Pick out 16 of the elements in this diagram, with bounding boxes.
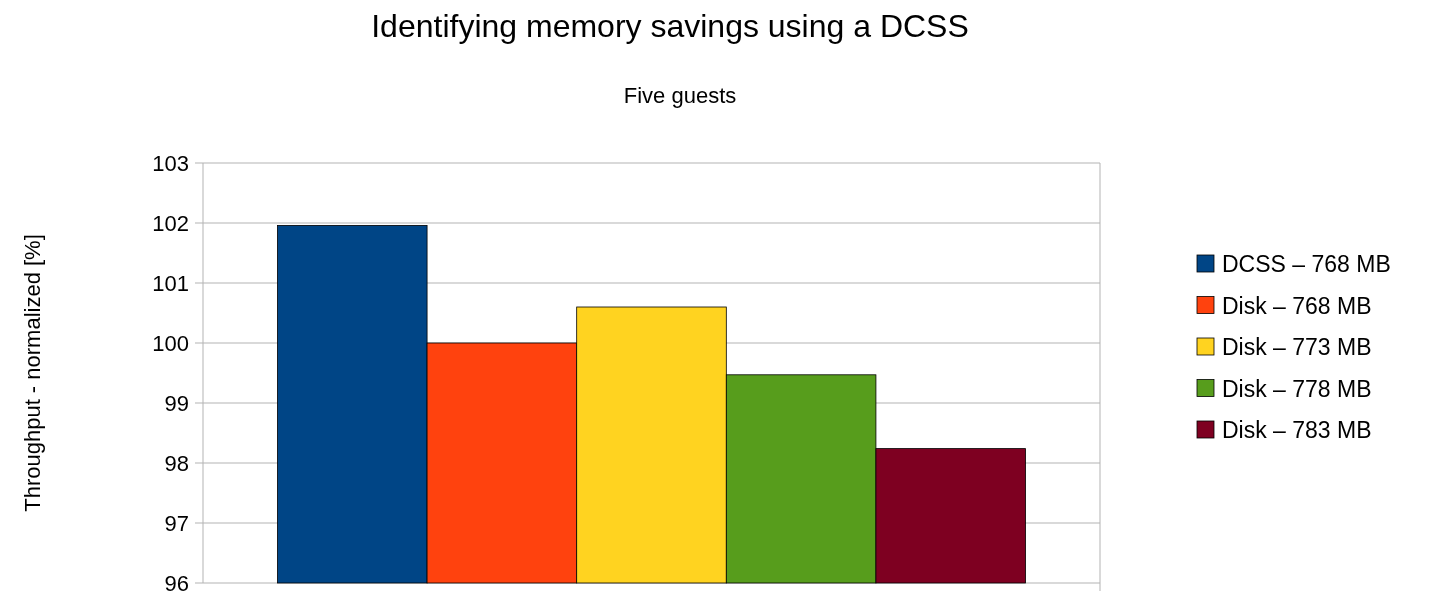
y-tick-label: 100 (152, 331, 189, 356)
chart-title: Identifying memory savings using a DCSS (371, 8, 969, 45)
legend-label: Disk – 783 MB (1222, 417, 1372, 443)
y-tick-label: 103 (152, 151, 189, 176)
chart-subtitle: Five guests (623, 83, 737, 108)
y-tick-label: 102 (152, 211, 189, 236)
legend-label: Disk – 768 MB (1222, 292, 1372, 319)
y-tick-label: 97 (164, 511, 189, 536)
y-tick-label: 101 (152, 271, 189, 296)
y-tick-label: 99 (164, 391, 189, 416)
legend-label: DCSS – 768 MB (1222, 251, 1391, 277)
y-tick-label: 98 (164, 451, 189, 476)
legend-label: Disk – 778 MB (1222, 375, 1372, 402)
y-axis-title: Throughput - normalized [%] (20, 234, 45, 512)
legend-label: Disk – 773 MB (1222, 334, 1372, 360)
y-tick-label: 96 (164, 571, 189, 596)
